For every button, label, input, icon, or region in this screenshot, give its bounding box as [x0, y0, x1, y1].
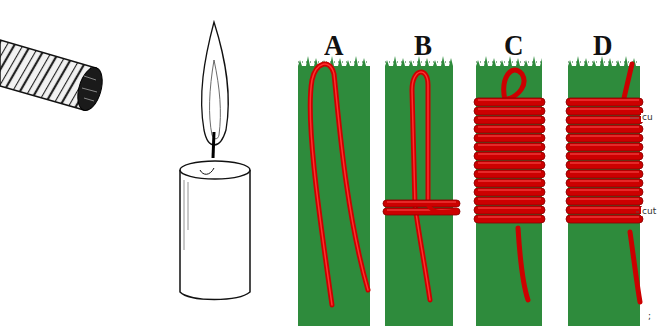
winding	[566, 161, 643, 169]
stroke	[568, 62, 640, 63]
stroke	[570, 163, 639, 164]
winding	[566, 215, 643, 223]
winding	[566, 134, 643, 142]
winding	[566, 197, 643, 205]
cut-note: cut	[641, 207, 657, 216]
winding	[474, 98, 545, 106]
stroke	[478, 208, 541, 209]
panel-letter: D	[593, 30, 613, 60]
winding	[566, 143, 643, 151]
stroke	[298, 62, 370, 63]
winding	[566, 170, 643, 178]
winding	[566, 98, 643, 106]
stroke	[570, 154, 639, 155]
winding	[474, 152, 545, 160]
stroke	[570, 145, 639, 146]
grass-strip	[385, 56, 453, 326]
stroke	[478, 163, 541, 164]
winding	[566, 116, 643, 124]
rope	[0, 40, 107, 113]
winding	[474, 116, 545, 124]
stroke	[478, 154, 541, 155]
winding	[474, 206, 545, 214]
stroke	[478, 127, 541, 128]
stroke	[478, 172, 541, 173]
stroke	[570, 127, 639, 128]
winding	[566, 188, 643, 196]
stroke	[478, 100, 541, 101]
winding	[566, 107, 643, 115]
winding	[474, 125, 545, 133]
stroke	[478, 118, 541, 119]
stroke	[478, 190, 541, 191]
winding	[474, 170, 545, 178]
stroke	[476, 62, 542, 63]
stroke	[570, 199, 639, 200]
cut-note: cu	[641, 113, 654, 122]
winding	[566, 206, 643, 214]
candle	[180, 22, 250, 300]
stroke	[570, 190, 639, 191]
stroke	[478, 109, 541, 110]
stroke	[478, 181, 541, 182]
winding	[474, 197, 545, 205]
winding	[566, 125, 643, 133]
winding	[474, 179, 545, 187]
stroke	[478, 199, 541, 200]
stroke	[387, 202, 456, 203]
winding	[566, 179, 643, 187]
panel-letter: C	[504, 30, 524, 60]
winding	[474, 215, 545, 223]
winding	[474, 188, 545, 196]
winding	[474, 134, 545, 142]
grass-strip	[298, 56, 370, 326]
stroke	[570, 208, 639, 209]
stroke	[478, 145, 541, 146]
panel-letter: A	[324, 30, 344, 60]
stroke	[570, 181, 639, 182]
winding	[566, 152, 643, 160]
stroke	[385, 62, 453, 63]
stroke	[478, 136, 541, 137]
leader-line	[630, 118, 639, 212]
winding	[474, 143, 545, 151]
winding	[474, 161, 545, 169]
stroke	[428, 205, 458, 212]
stroke	[570, 172, 639, 173]
stroke	[570, 100, 639, 101]
stroke	[570, 109, 639, 110]
stroke	[570, 136, 639, 137]
stroke	[570, 217, 639, 218]
stroke	[570, 118, 639, 119]
cord-windings	[383, 98, 643, 223]
panel-letter: B	[414, 30, 432, 60]
winding	[474, 107, 545, 115]
winding	[383, 200, 460, 207]
mark: ;	[647, 312, 652, 321]
stroke	[478, 217, 541, 218]
